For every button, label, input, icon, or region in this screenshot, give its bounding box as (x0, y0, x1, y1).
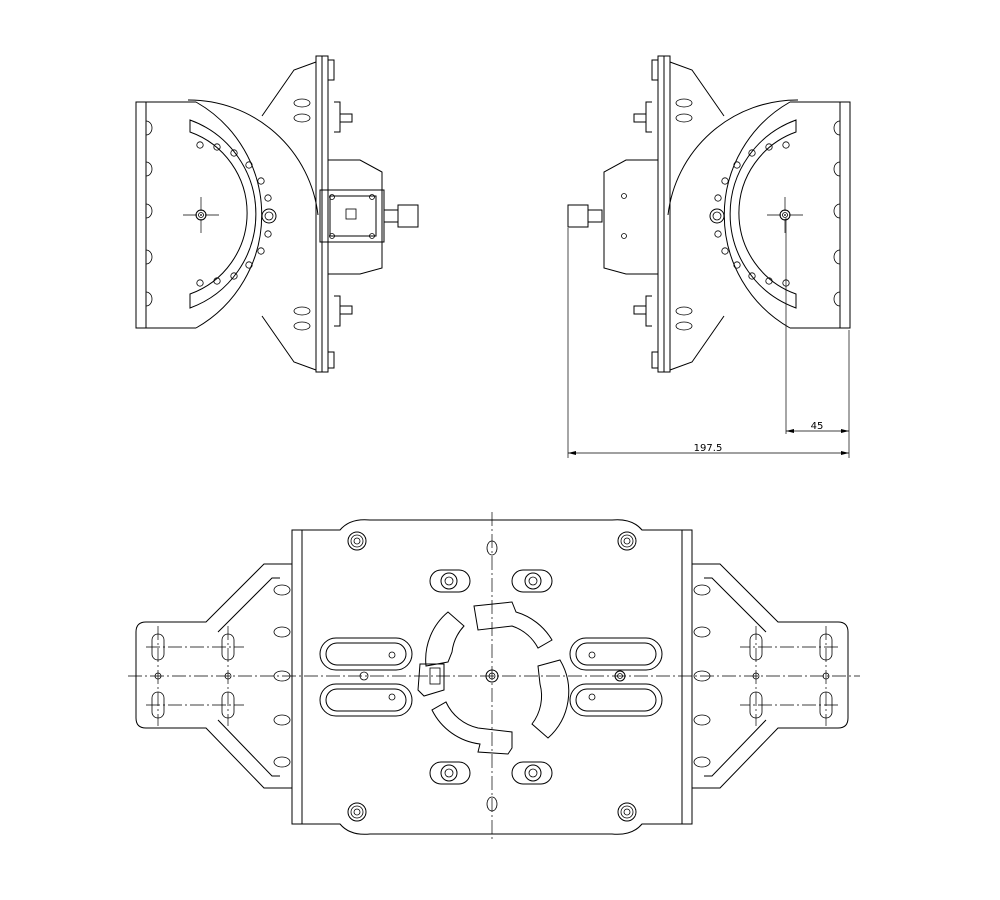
left-lock-knob (261, 208, 277, 224)
corner-bolts (347, 531, 637, 822)
left-upper-wing (261, 61, 317, 117)
left-plate-edge (146, 101, 196, 329)
main-plate-left-edge (291, 529, 303, 825)
top-center-hole (486, 540, 498, 556)
side-view-left (135, 55, 419, 373)
center-rotary-segments (417, 601, 570, 755)
left-clamp-body (327, 159, 383, 275)
long-slots-left (319, 637, 413, 717)
left-plate-slots (145, 120, 153, 307)
lower-slots (429, 761, 553, 785)
left-plate-tab (327, 59, 335, 81)
left-clamp-square (345, 208, 357, 220)
left-handle-knob (397, 204, 419, 228)
left-disc-rim (187, 99, 319, 216)
main-plate-right-edge (681, 529, 693, 825)
left-edge-teeth (273, 584, 291, 768)
dim-offset-label: 45 (811, 421, 824, 432)
main-plate-top-edge (302, 519, 682, 531)
left-handle-shaft (383, 209, 399, 223)
right-bracket-wing (692, 563, 849, 789)
left-plate-tab-lower (327, 351, 335, 369)
left-index-holes (196, 141, 272, 287)
long-slots-right (569, 637, 663, 717)
bottom-center-hole (486, 796, 498, 812)
left-mount-plate (135, 101, 147, 329)
dimension-lines: 45 197.5 (567, 218, 850, 458)
left-vertical-plate-b (321, 55, 329, 373)
left-lower-wing (261, 315, 317, 371)
left-pivot-centerline (183, 197, 219, 233)
left-bolt-upper (334, 101, 341, 133)
dim-overall-label: 197.5 (694, 443, 723, 454)
left-bracket-wing (135, 563, 292, 789)
left-vertical-plate-a (315, 55, 323, 373)
left-bolt-lower (334, 295, 341, 327)
upper-slots (429, 569, 553, 593)
left-wing-slots (293, 98, 311, 331)
top-view (128, 512, 860, 842)
left-arc-slot (189, 119, 257, 309)
main-plate-bottom-edge (302, 823, 682, 835)
side-view-right (567, 55, 851, 373)
